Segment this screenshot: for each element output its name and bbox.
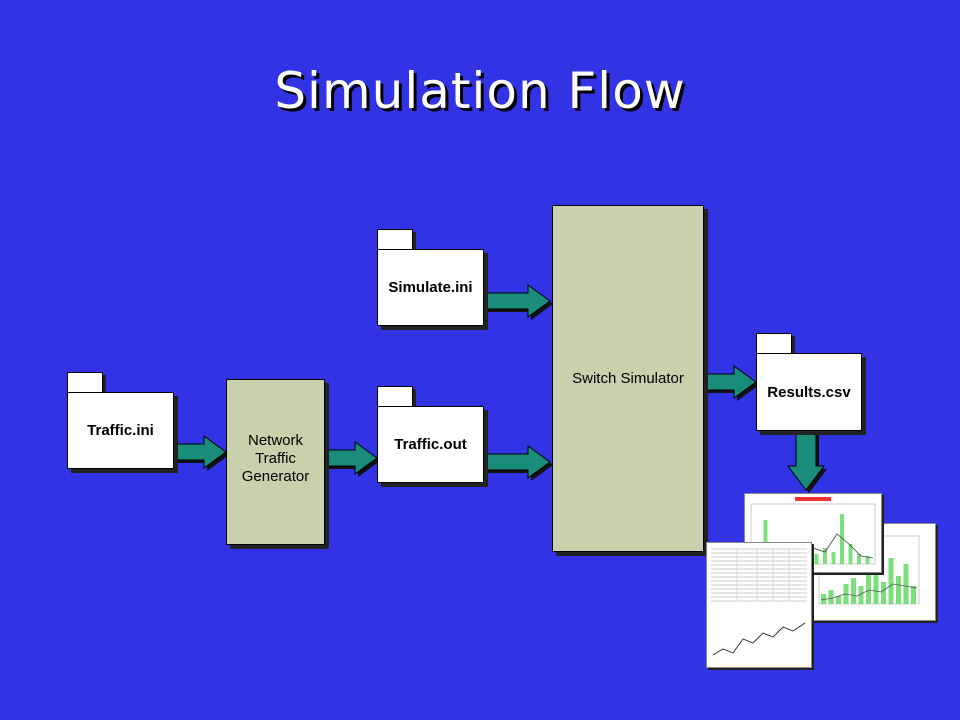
report-table-graphic bbox=[711, 548, 807, 656]
arrow-traffic-ini-to-generator bbox=[173, 435, 227, 469]
doc-tab bbox=[67, 372, 103, 394]
page-title: Simulation Flow bbox=[274, 62, 686, 120]
report-bar bbox=[896, 576, 901, 604]
report-bar bbox=[814, 554, 819, 564]
report-bar bbox=[911, 586, 916, 604]
report-bar bbox=[851, 578, 856, 604]
network-traffic-generator-box: Network Traffic Generator bbox=[226, 379, 325, 545]
generator-label-line-3: Generator bbox=[241, 468, 310, 485]
arrow-traffic-out-to-switch bbox=[483, 445, 551, 479]
report-bar bbox=[857, 554, 861, 564]
report-bar bbox=[858, 586, 864, 604]
results-csv-label: Results.csv bbox=[756, 353, 862, 431]
doc-tab bbox=[377, 386, 413, 408]
switch-simulator-label: Switch Simulator bbox=[572, 370, 684, 387]
switch-simulator-box: Switch Simulator bbox=[552, 205, 704, 552]
traffic-ini-label: Traffic.ini bbox=[67, 392, 174, 469]
report-bar bbox=[831, 552, 836, 564]
arrow-generator-to-traffic-out bbox=[324, 441, 378, 475]
report-bar bbox=[821, 594, 826, 604]
report-bar bbox=[836, 596, 841, 604]
generator-label-line-2: Traffic bbox=[255, 450, 296, 467]
report-bar bbox=[828, 590, 834, 604]
report-bar bbox=[873, 568, 879, 604]
arrow-simulate-ini-to-switch bbox=[483, 284, 551, 318]
report-bar bbox=[848, 544, 853, 564]
doc-tab bbox=[756, 333, 792, 355]
report-thumbnail-table bbox=[706, 542, 812, 668]
arrow-results-to-reports bbox=[787, 429, 825, 491]
generator-label-line-1: Network bbox=[247, 432, 303, 449]
report-bar bbox=[840, 514, 844, 564]
report-bar bbox=[865, 556, 870, 564]
report-bar bbox=[866, 574, 871, 604]
report-bar bbox=[881, 582, 886, 604]
doc-tab bbox=[377, 229, 413, 251]
arrow-switch-to-results bbox=[703, 365, 757, 399]
report-bar bbox=[823, 548, 827, 564]
report-bar bbox=[888, 558, 894, 604]
traffic-out-label: Traffic.out bbox=[377, 406, 484, 483]
report-bar bbox=[903, 564, 909, 604]
simulate-ini-label: Simulate.ini bbox=[377, 249, 484, 326]
